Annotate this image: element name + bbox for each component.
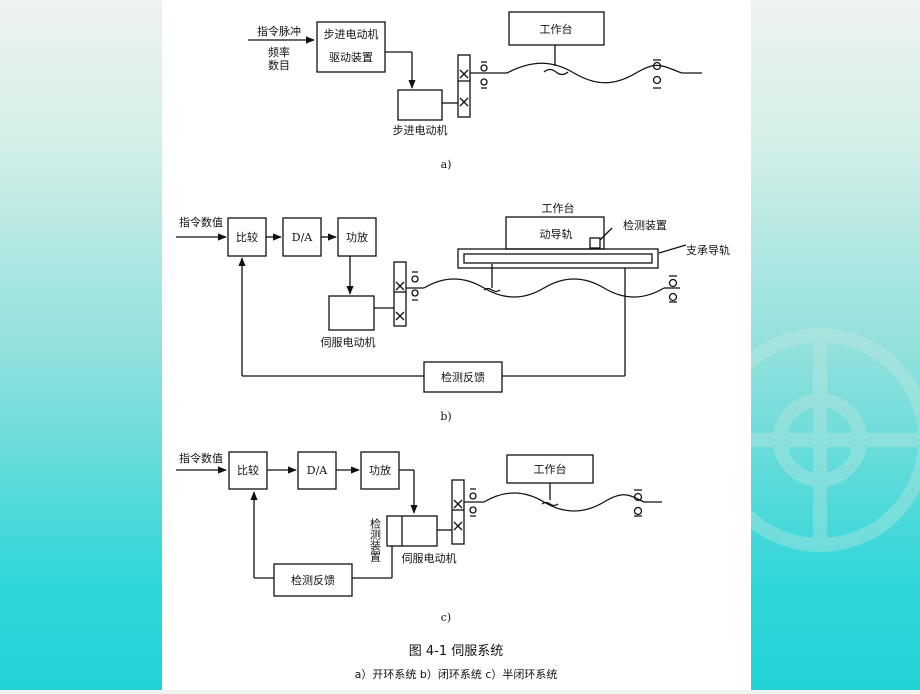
c-feedback-box xyxy=(273,563,353,597)
servo-figure: 指令脉冲 频率 数目 步进电动机 驱动装置 工作台 步进电动机 a) xyxy=(176,11,730,681)
b-sublabel: b) xyxy=(440,410,451,423)
a-count-label: 数目 xyxy=(268,59,290,72)
a-motor-label: 步进电动机 xyxy=(393,123,448,137)
b-da-label: D/A xyxy=(292,231,314,244)
c-worktable-label: 工作台 xyxy=(534,462,567,476)
c-gear-pair xyxy=(451,479,465,545)
figure-page: 指令脉冲 频率 数目 步进电动机 驱动装置 工作台 步进电动机 a) xyxy=(162,0,751,690)
b-amp-box xyxy=(337,217,377,257)
b-support-guide xyxy=(457,248,659,269)
b-feedback-box xyxy=(423,361,503,393)
b-gear-pair xyxy=(393,261,407,327)
c-feedback-label: 检测反馈 xyxy=(291,573,335,587)
c-compare-label: 比较 xyxy=(237,463,259,477)
a-sublabel: a) xyxy=(441,158,452,171)
diagram-a xyxy=(248,11,702,121)
c-sublabel: c) xyxy=(441,611,451,624)
b-servo-motor-label: 伺服电动机 xyxy=(321,335,376,349)
b-amp-label: 功放 xyxy=(346,230,368,244)
a-driver-label-2: 驱动装置 xyxy=(329,51,373,64)
diagram-b xyxy=(176,216,687,393)
a-worktable-label: 工作台 xyxy=(540,22,573,36)
b-detector-box xyxy=(589,237,601,249)
c-da-label: D/A xyxy=(307,464,329,477)
worktable-box xyxy=(508,11,605,46)
figure-caption: a）开环系统 b）闭环系统 c）半闭环系统 xyxy=(355,667,558,681)
b-moving-guide-label: 动导轨 xyxy=(540,227,573,241)
b-servo-motor-box xyxy=(328,295,375,331)
c-servo-motor-box xyxy=(386,515,438,547)
stepper-motor-box xyxy=(397,89,443,121)
a-input-label: 指令脉冲 xyxy=(257,24,301,38)
c-input-label: 指令数值 xyxy=(179,451,223,465)
c-detector-label: 检测装置 xyxy=(369,517,382,562)
b-detector-label: 检测装置 xyxy=(623,218,667,232)
b-worktable-label: 工作台 xyxy=(542,201,575,215)
c-servo-motor-label: 伺服电动机 xyxy=(402,551,457,565)
b-support-guide-label: 支承导轨 xyxy=(686,243,730,257)
a-driver-label-1: 步进电动机 xyxy=(324,27,379,41)
a-freq-label: 频率 xyxy=(268,45,290,59)
b-input-label: 指令数值 xyxy=(179,215,223,229)
c-amp-label: 功放 xyxy=(369,463,391,477)
diagram-c xyxy=(176,451,662,597)
b-feedback-label: 检测反馈 xyxy=(441,370,485,384)
gear-pair xyxy=(457,54,471,118)
b-compare-label: 比较 xyxy=(236,230,258,244)
stepper-driver-box xyxy=(316,21,386,73)
figure-title: 图 4-1 伺服系统 xyxy=(409,644,504,659)
